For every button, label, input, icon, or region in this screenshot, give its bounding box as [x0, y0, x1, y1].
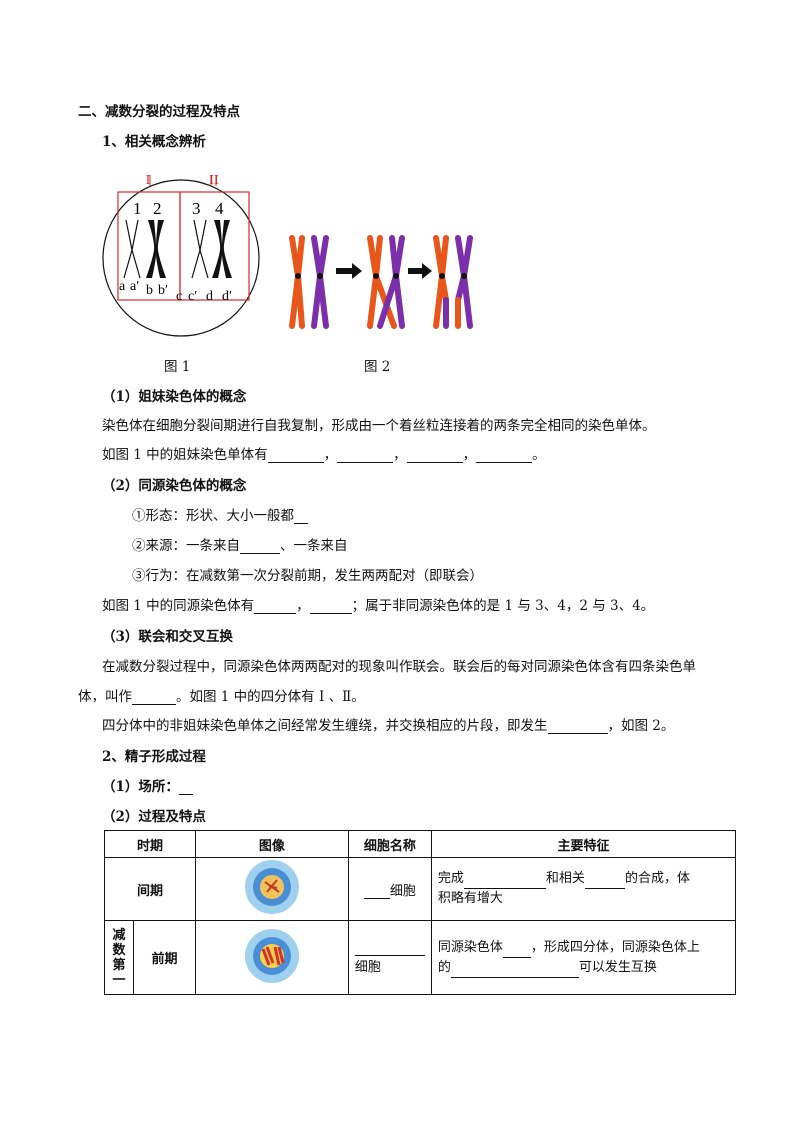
blank[interactable] [294, 509, 308, 524]
feature-text: 积略有增大 [437, 891, 503, 906]
cell-suffix: 细胞 [389, 883, 416, 899]
sep: 。 [532, 447, 546, 463]
blank[interactable] [476, 448, 533, 463]
blank[interactable] [406, 448, 463, 463]
p2-origin: ②来源：一条来自 、一条来自 [132, 534, 348, 554]
p2-behavior: ③行为：在减数第一次分裂前期，发生两两配对（即联会） [132, 568, 483, 584]
row2-group: 减数第一 [104, 920, 134, 995]
section-title: 二、减数分裂的过程及特点 [78, 104, 240, 120]
feature-text: 和相关 [545, 871, 585, 886]
fig1-letter: b [146, 283, 153, 298]
p2-origin-text2: 、一条来自 [280, 538, 348, 554]
header-features: 主要特征 [430, 830, 737, 858]
process-table: 时期 图像 细胞名称 主要特征 间期 细胞 完成 和相关 的合成，体 积略有增大 减… [104, 830, 737, 995]
table-row: 减数第一 前期 细胞 同源染色体 ，形成四分体，同源染色体上 的 可以发生互换 [104, 920, 737, 995]
fig1-letter: c [176, 289, 182, 304]
feature-text: 完成 [437, 871, 464, 886]
feature-text: 同源染色体 [437, 939, 503, 955]
header-image: 图像 [194, 830, 349, 858]
figure-2-caption: 图 2 [364, 359, 391, 375]
p2-shape: ①形态：形状、大小一般都 [132, 504, 308, 524]
prophase-cell-image [244, 928, 299, 983]
fig1-num-4: 4 [215, 199, 224, 218]
fig1-label-I: I [146, 173, 151, 187]
figure-2 [289, 235, 473, 329]
p2-question: 如图 1 中的同源染色体有 ， ；属于非同源染色体的是 1 与 3、4，2 与 3、… [102, 594, 654, 614]
feature-text: 的 [437, 959, 451, 975]
p3-title: （3）联会和交叉互换 [102, 629, 233, 645]
row1-cell-name: 细胞 [347, 857, 432, 921]
p2-title: （2）同源染色体的概念 [102, 478, 247, 494]
p3-text: 四分体中的非姐妹染色单体之间经常发生缠绕，并交换相应的片段，即发生 [102, 718, 548, 734]
p2-shape-text: ①形态：形状、大小一般都 [132, 508, 294, 524]
s2-location-text: （1）场所： [102, 779, 179, 795]
feature-text: 的合成，体 [624, 871, 690, 886]
s2-location: （1）场所： [102, 775, 193, 795]
row2-image [194, 920, 349, 995]
table-header-row: 时期 图像 细胞名称 主要特征 [104, 830, 737, 858]
p3-line3: 四分体中的非姐妹染色单体之间经常发生缠绕，并交换相应的片段，即发生 ，如图 2。 [102, 714, 674, 734]
p3-text: ，如图 2。 [607, 718, 675, 734]
blank[interactable] [450, 963, 579, 978]
fig1-letter: a [119, 279, 126, 294]
p1-question-text: 如图 1 中的姐妹染色单体有 [102, 447, 268, 463]
sep: ， [393, 447, 407, 463]
row1-features: 完成 和相关 的合成，体 积略有增大 [430, 857, 737, 921]
row1-period: 间期 [104, 857, 196, 921]
p3-line2: 体，叫作 。如图 1 中的四分体有 Ⅰ 、Ⅱ。 [78, 685, 365, 705]
p2-origin-text: ②来源：一条来自 [132, 538, 240, 554]
blank[interactable] [240, 539, 280, 554]
blank[interactable] [584, 874, 625, 889]
fig1-num-3: 3 [192, 199, 201, 218]
fig1-letter: c′ [188, 289, 197, 304]
blank[interactable] [363, 884, 390, 899]
blank[interactable] [547, 719, 608, 734]
sep: ， [296, 598, 310, 614]
p1-question: 如图 1 中的姐妹染色单体有 ， ， ， 。 [102, 443, 546, 463]
subsection-title-2: 2、精子形成过程 [102, 749, 206, 765]
feature-text: 可以发生互换 [578, 959, 657, 975]
blank[interactable] [502, 943, 531, 958]
fig1-num-1: 1 [133, 199, 142, 218]
subsection-title-1: 1、相关概念辨析 [102, 134, 206, 150]
header-cell-name: 细胞名称 [347, 830, 432, 858]
blank[interactable] [309, 599, 352, 614]
sep: ， [462, 447, 477, 463]
blank[interactable] [267, 448, 324, 463]
row1-image [194, 857, 349, 921]
p3-text: 体，叫作 [78, 689, 132, 705]
feature-text: ，形成四分体，同源染色体上 [530, 939, 700, 955]
blank[interactable] [337, 448, 394, 463]
p3-text: 。如图 1 中的四分体有 Ⅰ 、Ⅱ。 [176, 689, 365, 705]
blank[interactable] [354, 941, 425, 956]
blank[interactable] [254, 599, 297, 614]
sep: ， [323, 447, 338, 463]
interphase-cell-image [244, 860, 299, 914]
table-row: 间期 细胞 完成 和相关 的合成，体 积略有增大 [104, 857, 737, 921]
cell-suffix: 细胞 [354, 959, 381, 975]
p3-line1: 在减数分裂过程中，同源染色体两两配对的现象叫作联会。联会后的每对同源染色体含有四… [102, 659, 696, 675]
fig1-num-2: 2 [153, 199, 162, 218]
fig1-letter: d′ [222, 289, 232, 304]
p1-title: （1）姐妹染色体的概念 [102, 389, 247, 405]
row2-cell-name: 细胞 [347, 920, 432, 995]
figure-1-caption: 图 1 [164, 359, 191, 375]
p2-question-text: 如图 1 中的同源染色体有 [102, 598, 255, 614]
blank[interactable] [463, 874, 546, 889]
s2-process: （2）过程及特点 [102, 809, 206, 825]
fig1-letter: a′ [130, 279, 139, 294]
row2-period: 前期 [133, 920, 196, 995]
blank[interactable] [178, 780, 193, 795]
p2-question-text2: ；属于非同源染色体的是 1 与 3、4，2 与 3、4。 [351, 598, 655, 614]
fig1-letter: d [206, 289, 213, 304]
figure-1: 1 2 3 4 a a′ b b′ c c′ d d′ I II [102, 173, 260, 337]
header-period: 时期 [104, 830, 196, 858]
fig1-label-II: II [209, 173, 219, 187]
p1-text: 染色体在细胞分裂间期进行自我复制，形成由一个着丝粒连接着的两条完全相同的染色单体… [102, 418, 656, 434]
row2-features: 同源染色体 ，形成四分体，同源染色体上 的 可以发生互换 [430, 920, 737, 995]
fig1-letter: b′ [158, 283, 168, 298]
blank[interactable] [132, 690, 176, 705]
